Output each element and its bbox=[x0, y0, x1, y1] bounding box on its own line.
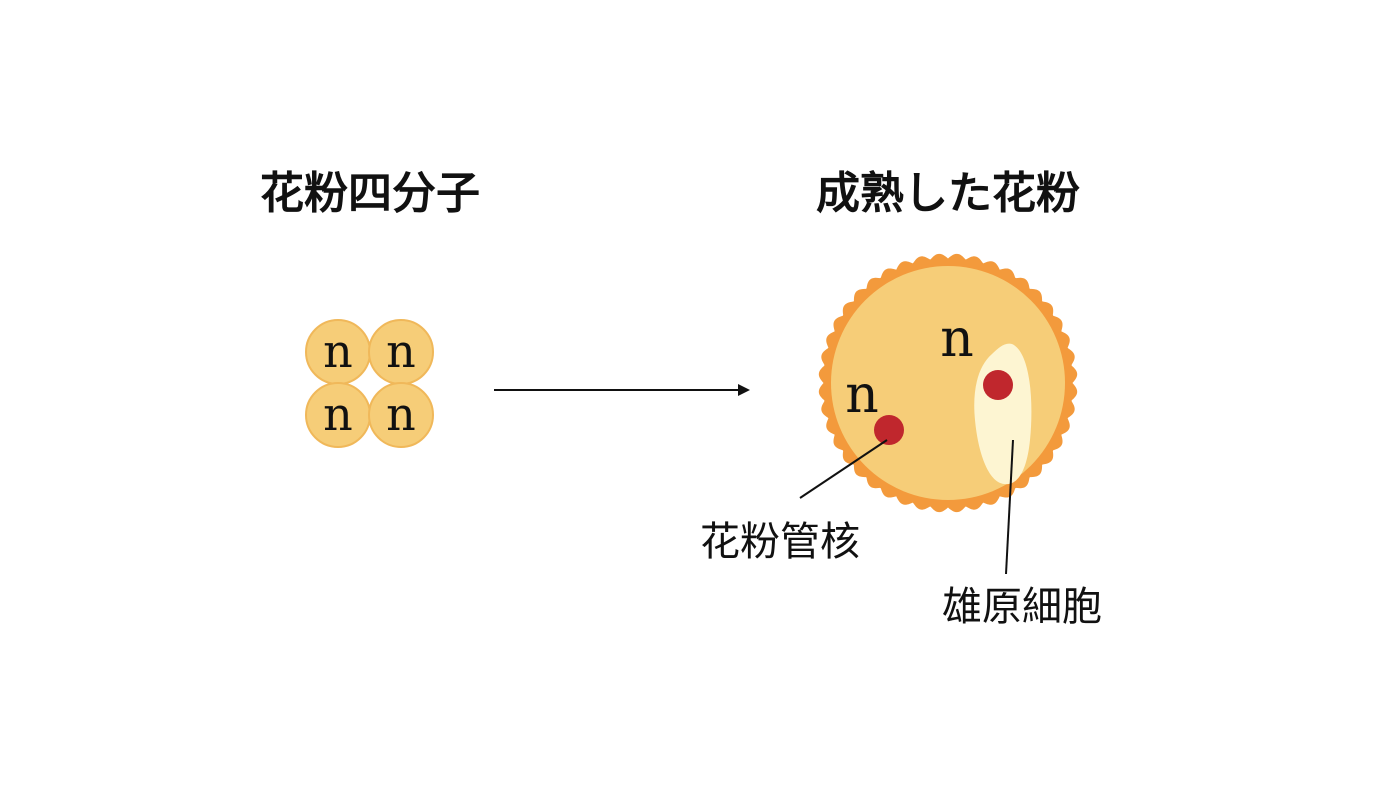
generative-cell-leader-line bbox=[1005, 439, 1014, 575]
pollen-tetrad: n n n n bbox=[305, 319, 434, 448]
mature-pollen-grain: n n bbox=[818, 253, 1078, 513]
tube-ploidy-label: n bbox=[845, 365, 879, 425]
tube-nucleus-label: 花粉管核 bbox=[700, 519, 860, 565]
tetrad-cell: n bbox=[305, 382, 371, 448]
mature-pollen-title: 成熟した花粉 bbox=[816, 168, 1080, 219]
tetrad-cell: n bbox=[305, 319, 371, 385]
tetrad-cell-label: n bbox=[386, 324, 416, 378]
tetrad-cell-label: n bbox=[323, 387, 353, 441]
generative-cell-label: 雄原細胞 bbox=[942, 584, 1102, 630]
generative-ploidy-label: n bbox=[940, 309, 974, 369]
tetrad-cell-label: n bbox=[323, 324, 353, 378]
tetrad-title: 花粉四分子 bbox=[260, 168, 480, 219]
tetrad-cell: n bbox=[368, 319, 434, 385]
tetrad-cell: n bbox=[368, 382, 434, 448]
tube-nucleus-leader-line bbox=[799, 439, 888, 499]
tube-nucleus bbox=[874, 415, 904, 445]
tetrad-cell-label: n bbox=[386, 387, 416, 441]
generative-cell-nucleus bbox=[983, 370, 1013, 400]
